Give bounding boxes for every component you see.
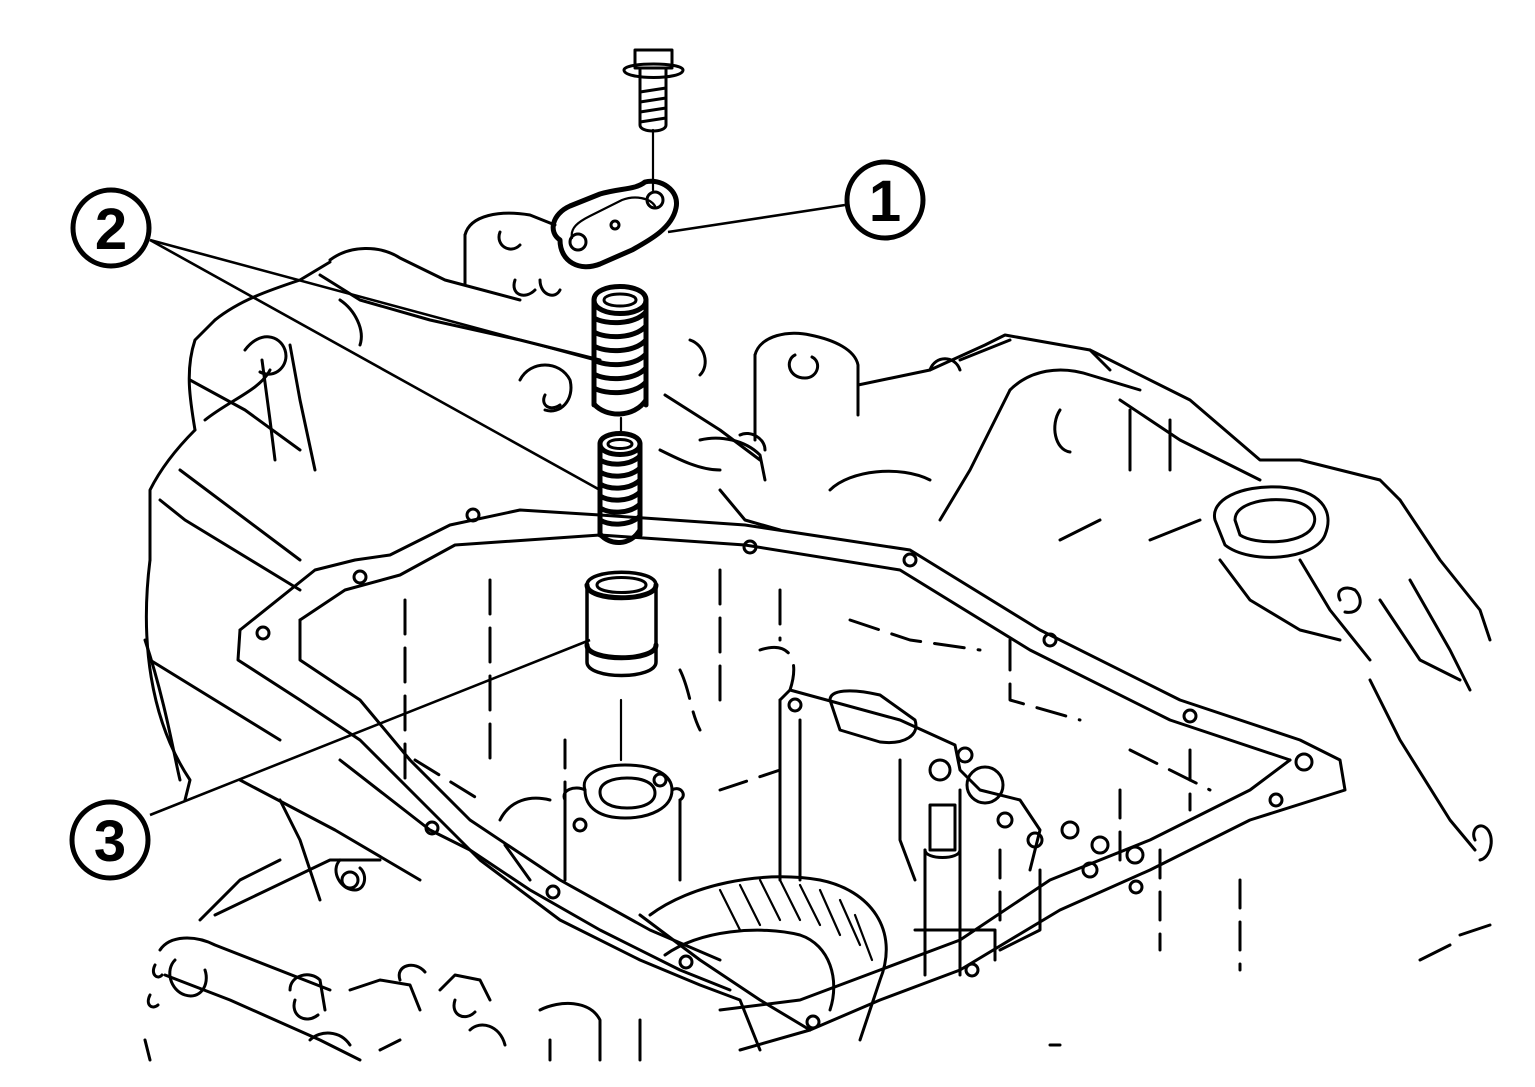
leader-2a	[149, 238, 596, 362]
callout-1-label: 1	[869, 169, 901, 234]
callout-2: 2	[70, 187, 152, 269]
leader-1	[667, 203, 846, 234]
accumulator-cover	[550, 178, 679, 270]
leader-3	[149, 638, 591, 817]
leader-2b	[149, 238, 601, 492]
callout-leaders	[149, 203, 846, 817]
callout-3: 3	[69, 799, 151, 881]
callout-3-label: 3	[94, 809, 126, 874]
flange-bolt-holes	[255, 507, 1314, 1030]
bolt	[622, 48, 685, 133]
callout-2-label: 2	[95, 197, 127, 262]
accumulator-piston	[584, 570, 659, 678]
accumulator-spring-outer	[591, 284, 649, 417]
accumulator-spring-inner	[597, 431, 643, 545]
callout-1: 1	[844, 159, 926, 241]
transmission-case	[143, 211, 1493, 1062]
